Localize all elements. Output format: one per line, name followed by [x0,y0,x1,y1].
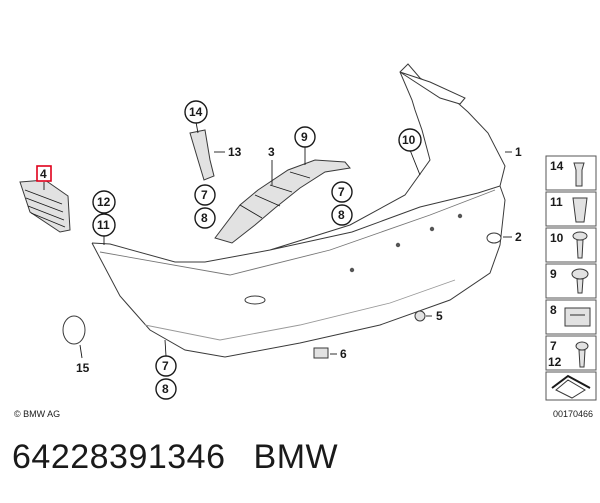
callout-4-label: 4 [40,167,47,181]
callout-7-upper-right: 7 [331,181,353,203]
diagram-id-text: 00170466 [553,409,593,419]
callout-1: 1 [515,145,522,159]
callout-8-upper-right: 8 [331,204,353,226]
callout-14: 14 [184,100,208,124]
legend-12-label: 12 [548,355,562,369]
callout-5: 5 [436,309,443,323]
grille-part [19,179,71,233]
callout-15-label: 15 [76,361,90,375]
callout-12: 12 [92,190,116,214]
bracket-part [214,159,351,244]
legend-8-label: 8 [550,303,557,317]
brand-name: BMW [253,438,339,476]
callout-4: 4 [36,165,52,182]
callout-8-label: 8 [201,211,208,225]
callout-8-lower: 8 [155,378,177,400]
callout-14-label: 14 [189,105,203,119]
callout-8-label: 8 [338,208,345,222]
callout-8-label: 8 [162,382,169,396]
callout-3-label: 3 [268,145,275,159]
clip-part-5 [414,310,426,322]
legend-11-label: 11 [550,195,563,209]
callout-13: 13 [228,145,242,159]
strip-part-13 [189,129,215,181]
callout-1-label: 1 [515,145,522,159]
callout-11: 11 [92,213,116,237]
callout-13-label: 13 [228,145,242,159]
callout-3: 3 [268,145,275,159]
callout-11-label: 11 [97,218,110,232]
callout-2: 2 [515,230,522,244]
bumper-cover [91,63,506,358]
cap-part [486,232,502,244]
callout-9: 9 [294,126,316,148]
callout-6-label: 6 [340,347,347,361]
callout-10-label: 10 [402,133,416,147]
legend-14-label: 14 [550,159,564,173]
callout-10: 10 [398,128,422,152]
copyright-text: © BMW AG [14,409,60,419]
parts-diagram: 1 2 3 4 5 6 7 8 7 8 7 8 9 [14,63,597,419]
callout-5-label: 5 [436,309,443,323]
callout-7-upper-left: 7 [194,184,216,206]
fastener-legend: 14 11 10 9 8 7 12 [545,155,597,401]
callout-6: 6 [340,347,347,361]
leader-lines [43,121,512,359]
callout-2-label: 2 [515,230,522,244]
callout-9-label: 9 [301,130,308,144]
callout-8-upper-left: 8 [194,207,216,229]
callout-7-label: 7 [201,188,208,202]
legend-10-label: 10 [550,231,564,245]
legend-7-label: 7 [550,339,557,353]
legend-9-label: 9 [550,267,557,281]
nut-part-6 [313,347,329,359]
callout-7-label: 7 [338,185,345,199]
part-caption: 64228391346 BMW [12,438,338,488]
callout-12-label: 12 [97,195,111,209]
part-number: 64228391346 [12,438,226,476]
callout-15: 15 [76,361,90,375]
callout-7-label: 7 [162,359,169,373]
reflector-part-15 [62,315,86,345]
callout-7-lower: 7 [155,355,177,377]
